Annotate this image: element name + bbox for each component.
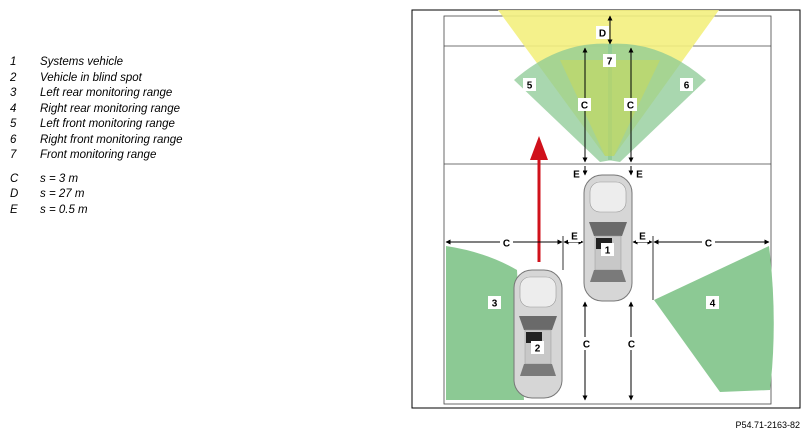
reference-code: P54.71-2163-82 <box>735 420 800 430</box>
vehicle-1-icon <box>583 174 633 302</box>
label-e: E <box>573 170 580 181</box>
label-c: C <box>581 101 588 112</box>
left-rear-monitoring-range-3 <box>446 246 524 400</box>
label-boxes <box>488 26 719 354</box>
label-e: E <box>639 232 646 243</box>
label-range-6: 6 <box>684 81 690 92</box>
label-range-3: 3 <box>492 299 498 310</box>
label-d: D <box>599 29 606 40</box>
label-range-5: 5 <box>527 81 533 92</box>
label-vehicle-1: 1 <box>605 246 611 257</box>
label-range-7: 7 <box>607 57 613 68</box>
direction-arrow-head <box>530 136 548 160</box>
label-e: E <box>571 232 578 243</box>
label-c: C <box>705 239 712 250</box>
label-e: E <box>636 170 643 181</box>
label-c: C <box>503 239 510 250</box>
label-vehicle-2: 2 <box>535 344 541 355</box>
label-c: C <box>627 101 634 112</box>
vehicle-2-icon <box>513 269 563 399</box>
right-rear-monitoring-range-4 <box>654 246 774 392</box>
label-c: C <box>583 340 590 351</box>
label-range-4: 4 <box>710 299 716 310</box>
label-c: C <box>628 340 635 351</box>
